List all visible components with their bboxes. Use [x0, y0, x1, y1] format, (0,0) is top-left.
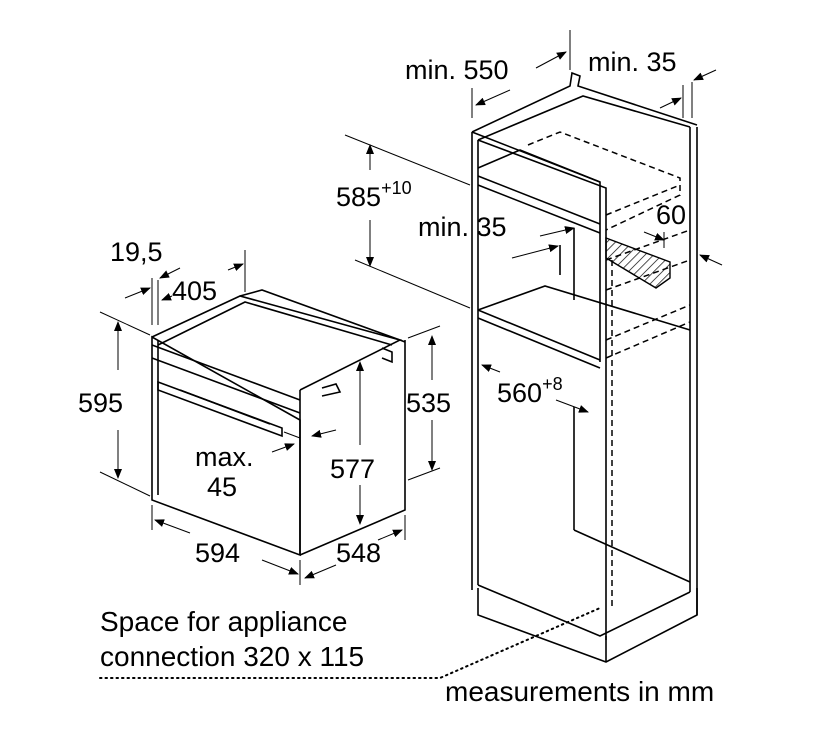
label-niche-height-value: 585 — [336, 182, 381, 212]
label-niche-height-tol: +10 — [381, 178, 412, 198]
label-rear-gap: min. 35 — [588, 47, 677, 77]
note-units: measurements in mm — [445, 676, 714, 707]
oven — [151, 289, 406, 557]
label-niche-width: 560+8 — [497, 374, 563, 408]
label-body-height: 535 — [406, 388, 451, 418]
label-niche-depth: min. 550 — [405, 55, 509, 85]
label-top-depth: 405 — [172, 276, 217, 306]
label-oven-depth: 548 — [336, 538, 381, 568]
tall-cabinet — [471, 71, 698, 663]
label-oven-width: 594 — [195, 538, 240, 568]
note-connection-line1: Space for appliance — [100, 606, 348, 637]
label-vent-gap: min. 35 — [418, 212, 507, 242]
label-niche-width-value: 560 — [497, 378, 542, 408]
label-inner-height: 577 — [330, 454, 375, 484]
cabinet-dimensions — [344, 30, 723, 413]
label-niche-width-tol: +8 — [542, 374, 563, 394]
note-connection-line2: connection 320 x 115 — [100, 641, 364, 672]
label-oven-height: 595 — [78, 388, 123, 418]
label-handle-max: max. — [195, 442, 254, 472]
label-handle-max-value: 45 — [207, 472, 237, 502]
label-niche-height: 585+10 — [336, 178, 412, 212]
label-front-thickness: 19,5 — [110, 237, 163, 267]
label-vent-depth: 60 — [656, 200, 686, 230]
labels: min. 550 min. 35 585+10 min. 35 60 560+8… — [78, 47, 714, 707]
connection-leader — [99, 607, 601, 679]
oven-dimensions — [99, 250, 441, 585]
